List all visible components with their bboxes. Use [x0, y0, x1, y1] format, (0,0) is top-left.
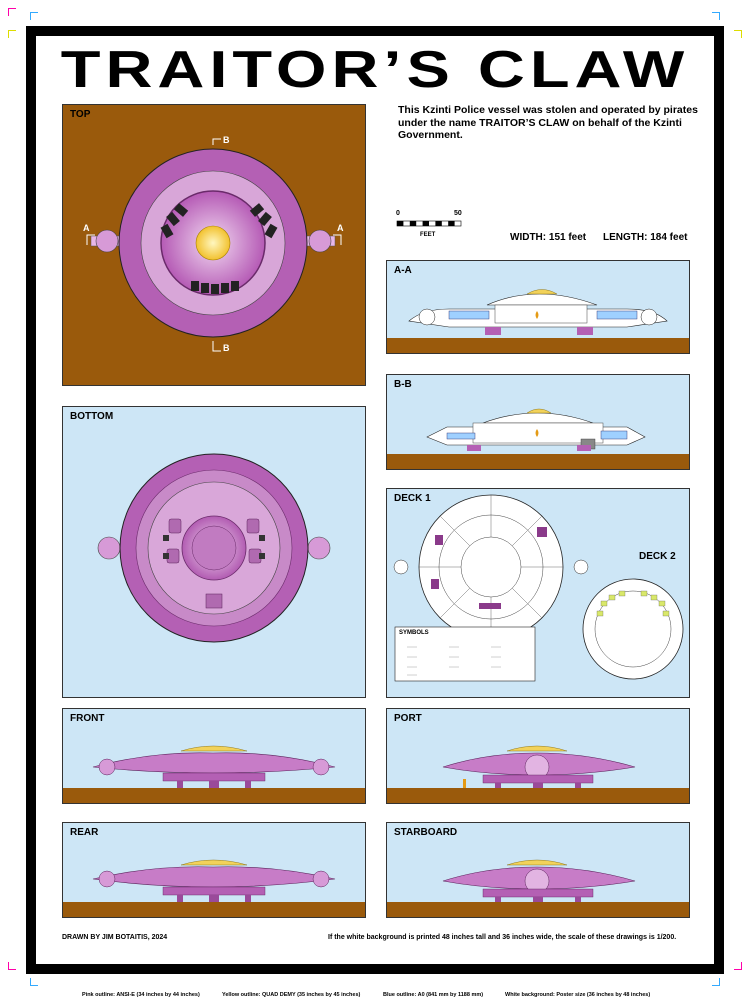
panel-label-deck2: DECK 2: [639, 551, 676, 562]
crop-mark: [712, 12, 720, 20]
print-outline-pink: Pink outline: ANSI-E (34 inches by 44 in…: [82, 992, 200, 998]
ground: [387, 902, 689, 917]
section-b-drawing: [426, 408, 646, 451]
crop-mark: [30, 12, 38, 20]
crop-mark: [8, 962, 16, 970]
section-marker-b-bottom: B: [223, 343, 230, 353]
crop-mark: [8, 8, 16, 16]
panel-label-bottom: BOTTOM: [70, 411, 114, 422]
deck-plan-drawing: [393, 494, 684, 682]
print-outline-white: White background: Poster size (36 inches…: [505, 992, 651, 998]
scale-unit: FEET: [420, 232, 436, 238]
ground: [387, 338, 689, 353]
width-text: WIDTH: 151 feet: [510, 232, 587, 243]
port-view-drawing: [442, 745, 636, 789]
section-a-panel: A-A: [386, 260, 690, 354]
print-outline-yellow: Yellow outline: QUAD DEMY (35 inches by …: [222, 992, 361, 998]
bottom-view-panel: BOTTOM: [62, 406, 366, 698]
rear-view-drawing: [92, 859, 336, 903]
section-marker-a-right: A: [337, 223, 344, 233]
bottom-view-drawing: [97, 453, 331, 643]
section-marker-b-top: B: [223, 135, 230, 145]
starboard-view-drawing: [442, 859, 636, 903]
symbols-title: SYMBOLS: [399, 630, 429, 636]
scale-bar: 0 50 FEET: [396, 210, 468, 240]
panel-label-port: PORT: [394, 713, 422, 724]
section-b-panel: B-B: [386, 374, 690, 470]
front-view-drawing: [92, 745, 336, 789]
crop-mark: [712, 978, 720, 986]
panel-label-section-b: B-B: [394, 379, 412, 390]
front-view-panel: FRONT: [62, 708, 366, 804]
crop-mark: [30, 978, 38, 986]
panel-label-deck1: DECK 1: [394, 493, 431, 504]
ground: [63, 902, 365, 917]
crop-mark: [8, 30, 16, 38]
deck-plan-panel: DECK 1 DECK 2: [386, 488, 690, 698]
drawn-by: DRAWN BY JIM BOTAITIS, 2024: [62, 934, 168, 941]
panel-label-starboard: STARBOARD: [394, 827, 458, 838]
top-view-panel: TOP B B A A: [62, 104, 366, 386]
ground: [387, 788, 689, 803]
ground: [63, 788, 365, 803]
starboard-view-panel: STARBOARD: [386, 822, 690, 918]
port-view-panel: PORT: [386, 708, 690, 804]
panel-label-section-a: A-A: [394, 265, 412, 276]
panel-label-top: TOP: [70, 109, 91, 120]
panel-label-rear: REAR: [70, 827, 99, 838]
scale-start: 0: [396, 210, 400, 217]
print-outline-blue: Blue outline: A0 (841 mm by 1188 mm): [383, 992, 484, 998]
panel-label-front: FRONT: [70, 713, 105, 724]
crop-mark: [734, 962, 742, 970]
section-marker-a-left: A: [83, 223, 90, 233]
top-view-drawing: [86, 138, 342, 352]
ship-description: This Kzinti Police vessel was stolen and…: [398, 104, 698, 141]
section-a-drawing: [408, 289, 668, 335]
rear-view-panel: REAR: [62, 822, 366, 918]
scale-note: If the white background is printed 48 in…: [328, 934, 677, 941]
ground: [387, 454, 689, 469]
crop-mark: [734, 30, 742, 38]
scale-end: 50: [454, 210, 462, 217]
scale-bar-graphic: [396, 220, 462, 227]
poster-title: TRAITOR’S CLAW: [60, 41, 690, 99]
length-text: LENGTH: 184 feet: [603, 232, 688, 243]
